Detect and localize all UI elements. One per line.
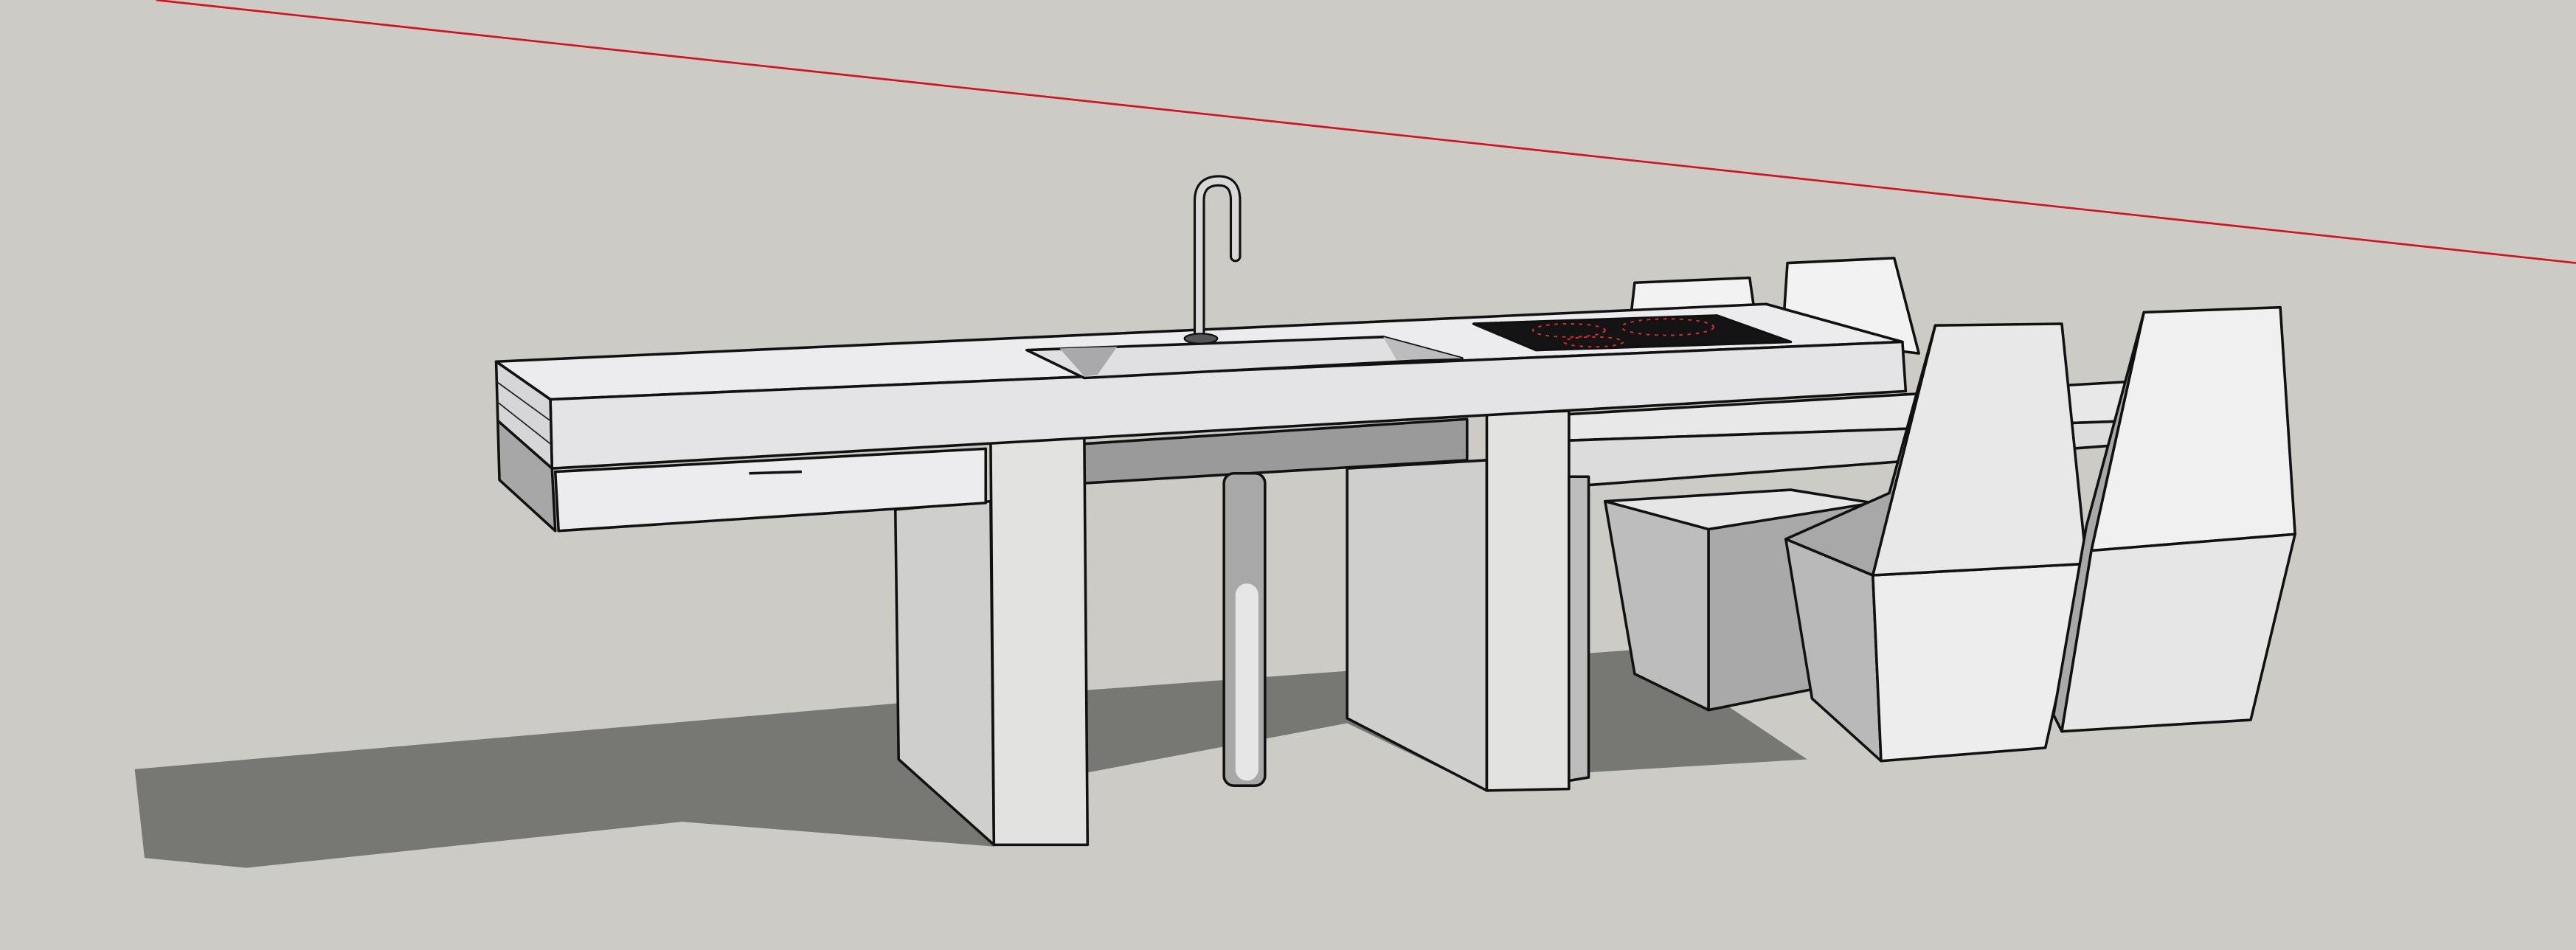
pipe-highlight xyxy=(1235,583,1258,781)
drawer-front[interactable] xyxy=(553,447,988,533)
drawer-handle[interactable] xyxy=(749,470,802,475)
burner-2[interactable] xyxy=(1621,318,1714,336)
faucet-base xyxy=(1183,333,1219,344)
drawer-side xyxy=(496,419,557,533)
burner-1[interactable] xyxy=(1531,322,1606,338)
left-leg-front xyxy=(989,435,1090,847)
middle-leg-edge xyxy=(1568,475,1590,783)
faucet-highlight xyxy=(1196,177,1239,342)
middle-leg-front xyxy=(1485,409,1571,792)
countertop-end-line xyxy=(496,381,551,422)
countertop-end-line xyxy=(496,401,551,445)
burner-3[interactable] xyxy=(1563,336,1624,348)
sink-shadow xyxy=(1059,347,1118,377)
sink-inner-wall xyxy=(1383,336,1463,361)
chair-right-seat-front xyxy=(2060,533,2296,733)
red-axis-line xyxy=(156,0,2576,264)
